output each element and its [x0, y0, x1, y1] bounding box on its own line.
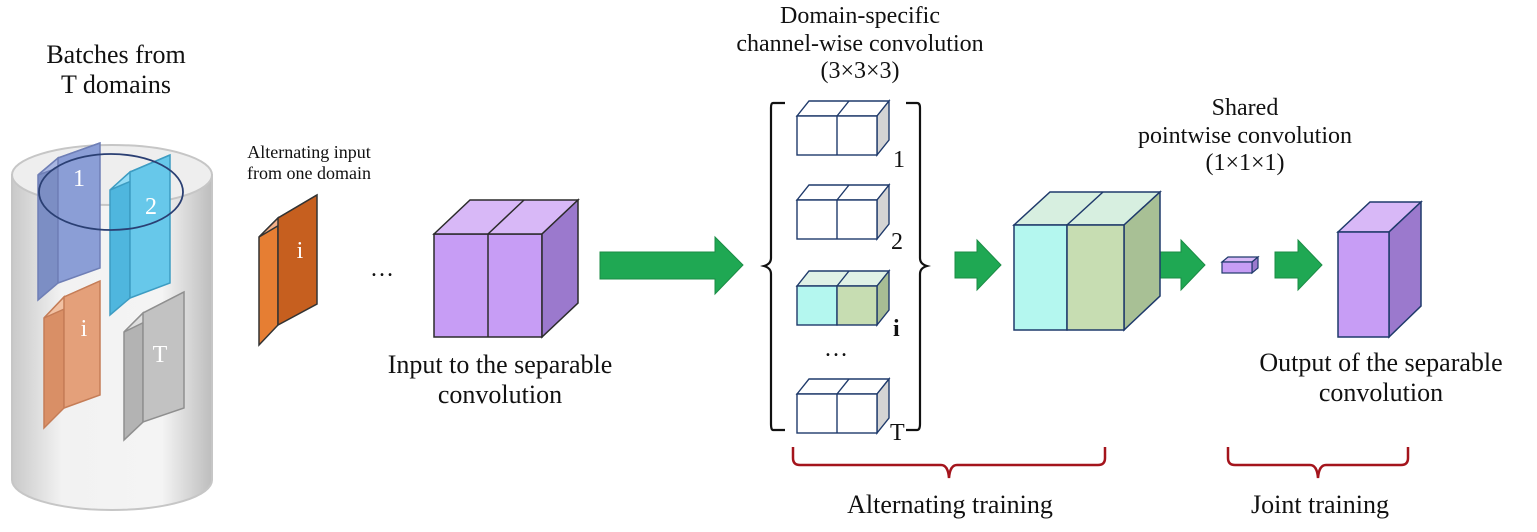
domain-specific-line-3: (3×3×3) [820, 58, 900, 85]
filter-t-index: T [890, 420, 905, 446]
batch-block-2-label: 2 [145, 194, 157, 220]
shared-pointwise-line-3: (1×1×1) [1205, 150, 1285, 177]
intermediate-volume [1012, 190, 1162, 332]
batch-block-i-label: i [81, 316, 88, 342]
input-separable-line-1: Input to the separable [387, 350, 613, 379]
arrow-1 [599, 235, 744, 296]
batch-block-2-side [129, 153, 171, 300]
filters-left-bracket [760, 101, 785, 432]
intermediate-volume-top-split [1066, 191, 1104, 226]
arrow-2 [954, 238, 1002, 292]
batches-label-line-2: T domains [60, 69, 172, 99]
alternating-training-label: Alternating training [847, 490, 1053, 519]
alternating-input-label: Alternating input from one domain [214, 142, 404, 183]
filters-right-bracket [906, 101, 931, 432]
filter-1: 1 [795, 99, 905, 173]
batches-label-line-1: Batches from [46, 40, 186, 69]
arrow-1-shape [599, 235, 744, 296]
shared-pointwise-line-2: pointwise convolution [1138, 122, 1352, 149]
filter-i-index: i [893, 316, 900, 342]
batch-block-t-side [142, 290, 185, 424]
batch-block-t: T [123, 290, 185, 442]
intermediate-volume-front-right [1066, 224, 1125, 331]
input-volume [432, 198, 580, 339]
input-volume-top-split [487, 199, 525, 235]
batch-block-t-label: T [153, 342, 168, 368]
output-separable-line-2: convolution [1318, 377, 1444, 407]
filter-t: T [795, 377, 905, 446]
batches-label: Batches from T domains [20, 40, 212, 100]
input-ellipsis: … [370, 256, 394, 282]
output-separable-label: Output of the separable convolution [1226, 348, 1536, 408]
batch-block-i: i [43, 279, 101, 430]
batch-block-1-label: 1 [73, 166, 85, 192]
arrow-4 [1274, 238, 1323, 292]
alternating-training-brace [791, 447, 1107, 479]
filter-1-index: 1 [893, 147, 905, 173]
arrow-3-shape [1157, 238, 1206, 292]
batch-block-i-side [63, 279, 101, 410]
batch-block-2-face [109, 170, 131, 317]
filter-2-index: 2 [891, 229, 903, 255]
filter-t-top-split [836, 378, 850, 395]
batch-block-1-face [37, 156, 59, 302]
joint-training-label: Joint training [1251, 490, 1389, 519]
input-block-face [258, 216, 279, 347]
output-separable-line-1: Output of the separable [1259, 348, 1503, 377]
batch-block-1: 1 [37, 141, 101, 302]
batch-block-2: 2 [109, 153, 171, 317]
filter-i-top-split [836, 270, 850, 287]
filters-ellipsis: … [824, 336, 848, 362]
alternating-input-line-1: Alternating input [247, 142, 371, 162]
domain-specific-line-1: Domain-specific [780, 3, 940, 29]
input-separable-label: Input to the separable convolution [330, 350, 670, 410]
input-block-i: i [258, 193, 318, 347]
intermediate-volume-front-left [1013, 224, 1068, 331]
filter-i-front-right [836, 285, 878, 326]
filter-i-front-left [796, 285, 838, 326]
output-volume-front [1337, 231, 1390, 338]
joint-training-brace [1226, 447, 1410, 479]
pointwise-filter [1220, 255, 1260, 275]
output-volume [1336, 200, 1423, 339]
alternating-input-line-2: from one domain [247, 162, 371, 183]
arrow-3 [1157, 238, 1206, 292]
filter-2: 2 [795, 183, 903, 255]
input-separable-line-2: convolution [437, 379, 563, 409]
input-volume-side [541, 198, 579, 339]
batch-block-t-face [123, 311, 144, 442]
pointwise-filter-front [1221, 261, 1253, 274]
cylinder-ring [38, 153, 184, 231]
filter-1-top-split [836, 100, 850, 117]
arrow-2-shape [954, 238, 1002, 292]
input-block-side [277, 193, 318, 327]
filter-i: i [795, 269, 900, 342]
filter-2-top-split [836, 184, 850, 201]
shared-pointwise-line-1: Shared [1211, 95, 1279, 121]
arrow-4-shape [1274, 238, 1323, 292]
domain-specific-line-2: channel-wise convolution [736, 30, 984, 57]
batch-block-1-side [57, 141, 101, 285]
shared-pointwise-label: Shared pointwise convolution (1×1×1) [1085, 95, 1405, 178]
domain-specific-label: Domain-specific channel-wise convolution… [660, 3, 1060, 86]
input-block-label: i [297, 238, 304, 264]
